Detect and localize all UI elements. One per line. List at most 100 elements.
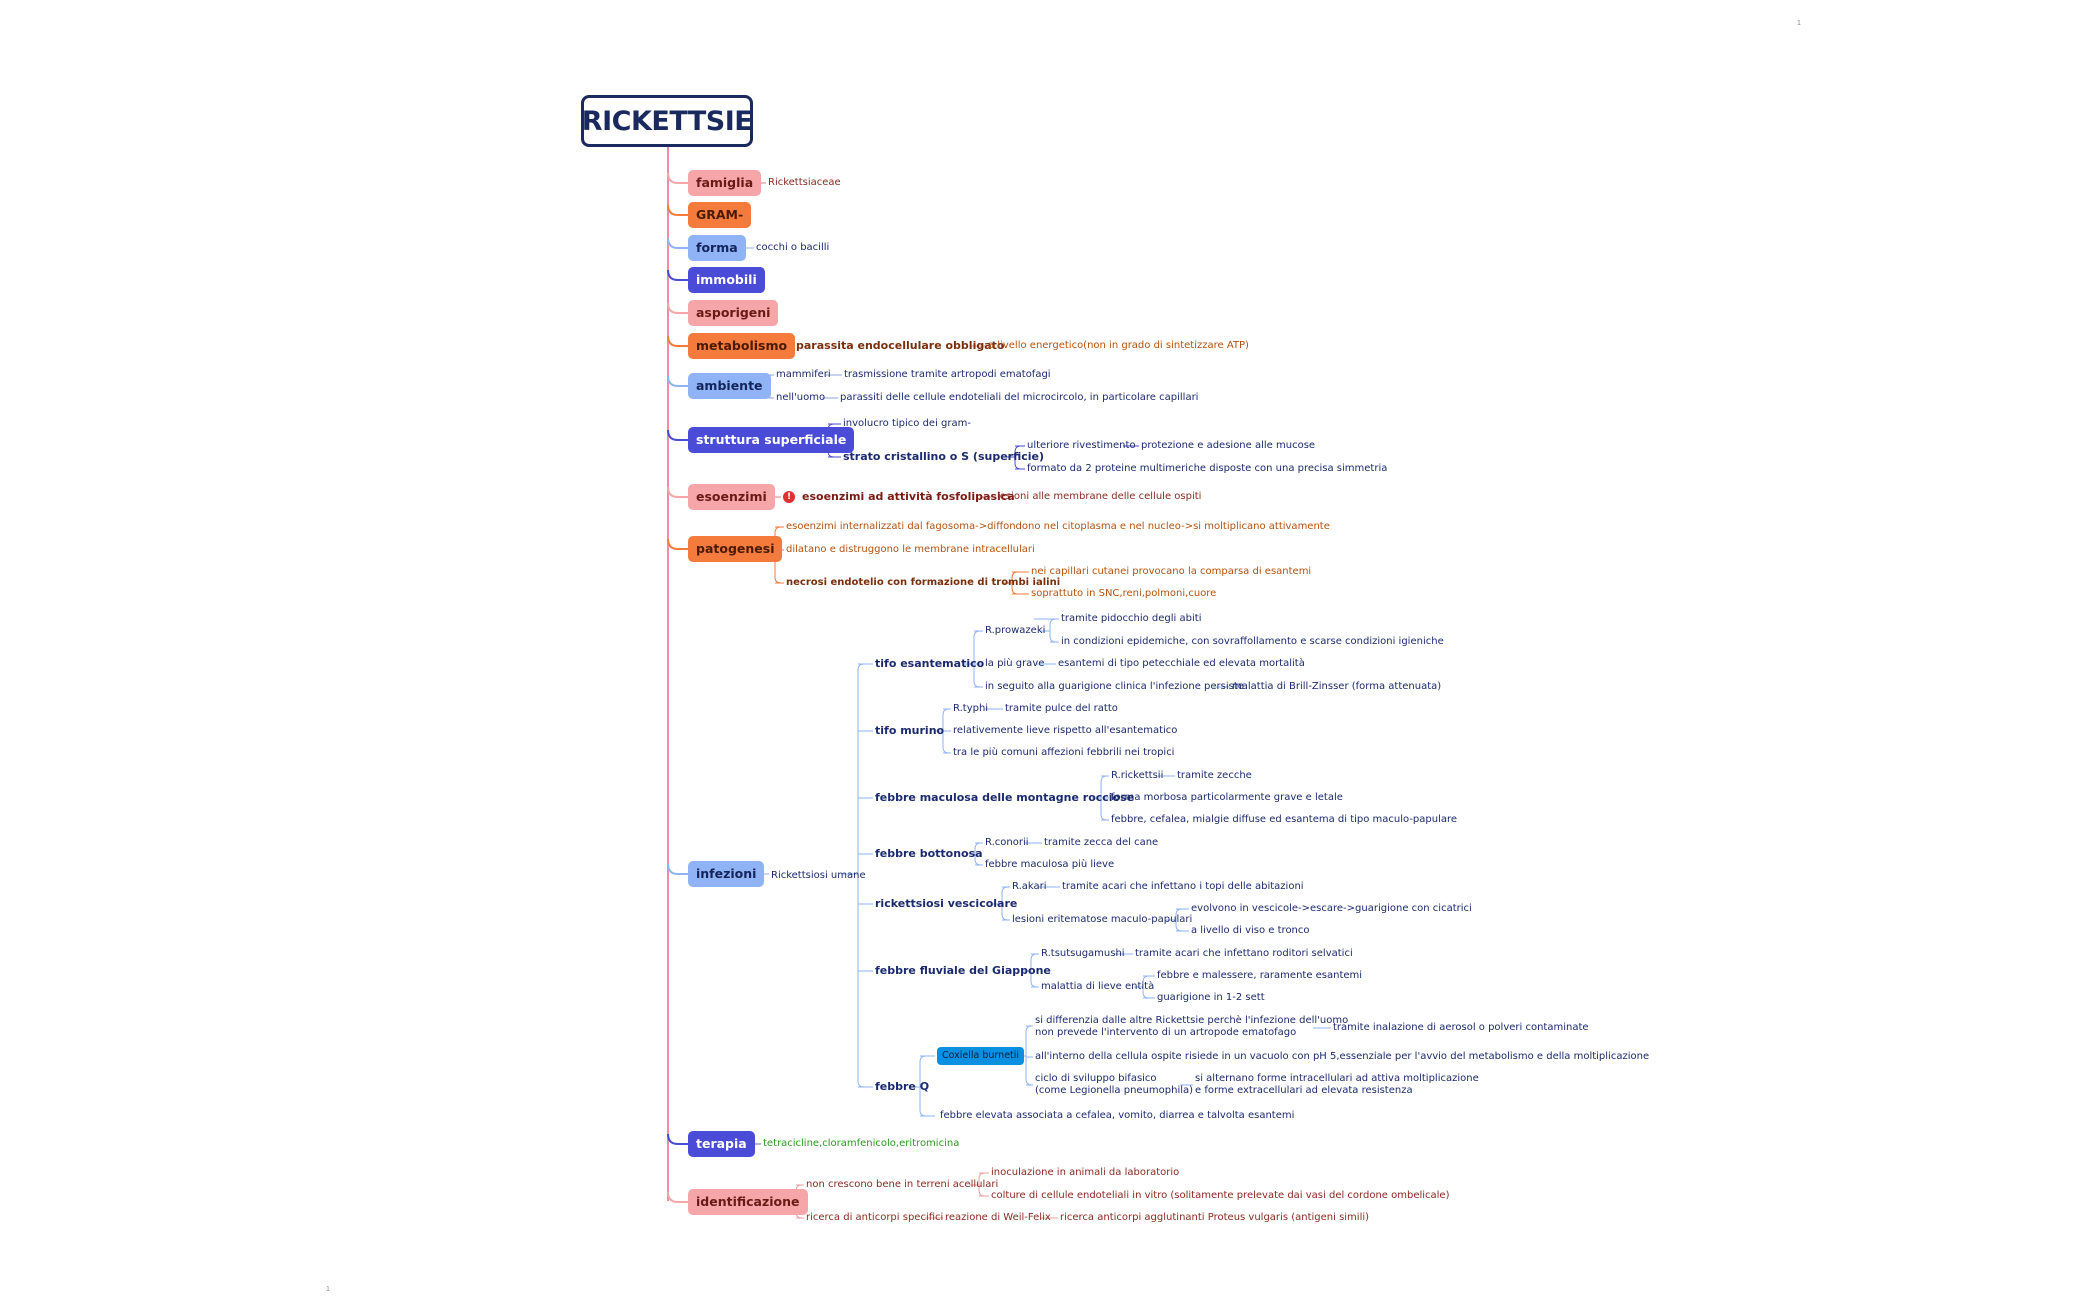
node-acari-topi[interactable]: tramite acari che infettano i topi delle…	[1062, 881, 1304, 892]
node-guarigione-sett[interactable]: guarigione in 1-2 sett	[1157, 992, 1265, 1003]
node-malessere[interactable]: febbre e malessere, raramente esantemi	[1157, 970, 1363, 981]
node-febbre-q[interactable]: febbre Q	[875, 1080, 930, 1093]
node-rickettsiosi-umane[interactable]: Rickettsiosi umane	[771, 870, 866, 881]
node-viso-tronco[interactable]: a livello di viso e tronco	[1191, 925, 1310, 936]
branch-immobili[interactable]: immobili	[688, 267, 765, 293]
node-inoculazione[interactable]: inoculazione in animali da laboratorio	[991, 1167, 1180, 1178]
node-ulteriore-rivestimento[interactable]: ulteriore rivestimento	[1027, 440, 1136, 451]
node-pidocchio[interactable]: tramite pidocchio degli abiti	[1061, 613, 1202, 624]
node-strato-cristallino[interactable]: strato cristallino o S (superficie)	[843, 450, 1045, 463]
node-prowazeki[interactable]: R.prowazeki	[985, 625, 1046, 636]
node-rickettsii[interactable]: R.rickettsii	[1111, 770, 1164, 781]
branch-infezioni[interactable]: infezioni	[688, 861, 765, 887]
branch-link-asporigeni	[667, 302, 688, 314]
node-proteus[interactable]: ricerca anticorpi agglutinanti Proteus v…	[1060, 1212, 1370, 1223]
node-mialgie[interactable]: febbre, cefalea, mialgie diffuse ed esan…	[1111, 814, 1458, 825]
branch-link-metabolismo	[667, 335, 688, 347]
node-rickettsiosi-vescicolare[interactable]: rickettsiosi vescicolare	[875, 897, 1018, 910]
node-alternano[interactable]: si alternano forme intracellulari ad att…	[1195, 1073, 1479, 1096]
branch-famiglia[interactable]: famiglia	[688, 170, 762, 196]
node-lesioni-maculo[interactable]: lesioni eritematose maculo-papulari	[1012, 914, 1193, 925]
node-proteine-multimeriche[interactable]: formato da 2 proteine multimeriche dispo…	[1027, 463, 1388, 474]
node-guarigione-persiste[interactable]: in seguito alla guarigione clinica l'inf…	[985, 681, 1244, 692]
node-uomo[interactable]: nell'uomo	[776, 392, 826, 403]
node-lieve-entita[interactable]: malattia di lieve entità	[1041, 981, 1155, 992]
branch-link-forma	[667, 237, 688, 249]
node-aerosol[interactable]: tramite inalazione di aerosol o polveri …	[1333, 1022, 1589, 1033]
root-topic[interactable]: RICKETTSIE	[581, 95, 753, 147]
node-fosfolipasica[interactable]: esoenzimi ad attività fosfolipasica	[802, 490, 1015, 503]
node-conorii[interactable]: R.conorii	[985, 837, 1029, 848]
node-vacuolo[interactable]: all'interno della cellula ospite risiede…	[1035, 1051, 1650, 1062]
branch-struttura-superficiale[interactable]: struttura superficiale	[688, 427, 855, 453]
branch-identificazione[interactable]: identificazione	[688, 1189, 808, 1215]
branch-forma[interactable]: forma	[688, 235, 746, 261]
branch-link-ambiente	[667, 375, 688, 387]
node-livello-energetico[interactable]: a livello energetico(non in grado di sin…	[988, 340, 1249, 351]
brace-necrosi-brace	[1011, 571, 1019, 595]
node-febbre-fluviale[interactable]: febbre fluviale del Giappone	[875, 964, 1051, 977]
node-antibiotici[interactable]: tetracicline,cloramfenicolo,eritromicina	[763, 1138, 960, 1149]
branch-metabolismo[interactable]: metabolismo	[688, 333, 796, 359]
node-tropici[interactable]: tra le più comuni affezioni febbrili nei…	[953, 747, 1175, 758]
branch-terapia[interactable]: terapia	[688, 1131, 755, 1157]
branch-link-immobili	[667, 269, 688, 281]
node-lieve-rispetto[interactable]: relativemente lieve rispetto all'esantem…	[953, 725, 1178, 736]
node-febbre-elevata[interactable]: febbre elevata associata a cefalea, vomi…	[940, 1110, 1295, 1121]
node-parassita[interactable]: parassita endocellulare obbligato	[796, 339, 1005, 352]
node-zecche[interactable]: tramite zecche	[1177, 770, 1252, 781]
brace-strato-brace	[1014, 445, 1022, 470]
node-tsutsugamushi[interactable]: R.tsutsugamushi	[1041, 948, 1125, 959]
node-colture[interactable]: colture di cellule endoteliali in vitro …	[991, 1190, 1450, 1201]
brace-bottonosa-brace	[974, 842, 982, 866]
node-dilatano[interactable]: dilatano e distruggono le membrane intra…	[786, 544, 1035, 555]
node-cellule-endoteliali[interactable]: parassiti delle cellule endoteliali del …	[840, 392, 1199, 403]
branch-link-famiglia	[667, 172, 688, 184]
branch-asporigeni[interactable]: asporigeni	[688, 300, 779, 326]
node-anticorpi-specifici[interactable]: ricerca di anticorpi specifici	[806, 1212, 944, 1223]
node-lesioni-membrane[interactable]: lesioni alle membrane delle cellule ospi…	[997, 491, 1202, 502]
node-maculosa-lieve[interactable]: febbre maculosa più lieve	[985, 859, 1115, 870]
node-petecchiale[interactable]: esantemi di tipo petecchiale ed elevata …	[1058, 658, 1305, 669]
node-mammiferi[interactable]: mammiferi	[776, 369, 831, 380]
branch-ambiente[interactable]: ambiente	[688, 373, 771, 399]
node-evolvono[interactable]: evolvono in vescicole->escare->guarigion…	[1191, 903, 1472, 914]
branch-gram[interactable]: GRAM-	[688, 202, 752, 228]
node-acari-roditori[interactable]: tramite acari che infettano roditori sel…	[1135, 948, 1353, 959]
node-necrosi[interactable]: necrosi endotelio con formazione di trom…	[786, 577, 1061, 588]
branch-patogenesi[interactable]: patogenesi	[688, 536, 783, 562]
node-rickettsiaceae[interactable]: Rickettsiaceae	[768, 177, 841, 188]
node-tifo-esantematico[interactable]: tifo esantematico	[875, 657, 985, 670]
node-ciclo-bifasico[interactable]: ciclo di sviluppo bifasico (come Legione…	[1035, 1073, 1194, 1096]
node-snc[interactable]: soprattuto in SNC,reni,polmoni,cuore	[1031, 588, 1217, 599]
node-brill-zinsser[interactable]: malattia di Brill-Zinsser (forma attenua…	[1232, 681, 1442, 692]
node-pulce[interactable]: tramite pulce del ratto	[1005, 703, 1118, 714]
node-piu-grave[interactable]: la più grave	[985, 658, 1045, 669]
branch-esoenzimi[interactable]: esoenzimi	[688, 484, 775, 510]
node-involucro[interactable]: involucro tipico dei gram-	[843, 418, 971, 429]
node-typhi[interactable]: R.typhi	[953, 703, 989, 714]
node-febbre-maculosa[interactable]: febbre maculosa delle montagne rocciose	[875, 791, 1135, 804]
node-febbre-bottonosa[interactable]: febbre bottonosa	[875, 847, 983, 860]
node-differenzia[interactable]: si differenzia dalle altre Rickettsie pe…	[1035, 1015, 1349, 1038]
node-coxiella-burnetii[interactable]: Coxiella burnetii	[937, 1047, 1025, 1065]
node-morbosa[interactable]: forma morbosa particolarmente grave e le…	[1111, 792, 1343, 803]
brace-fluviale-brace	[1030, 953, 1038, 988]
node-akari[interactable]: R.akari	[1012, 881, 1047, 892]
brace-tifo-esantematico-brace	[973, 630, 981, 688]
branch-link-patogenesi	[667, 538, 688, 550]
node-internalizzati[interactable]: esoenzimi internalizzati dal fagosoma->d…	[786, 521, 1330, 532]
node-capillari-cutanei[interactable]: nei capillari cutanei provocano la compa…	[1031, 566, 1312, 577]
node-zecca-cane[interactable]: tramite zecca del cane	[1044, 837, 1159, 848]
node-adesione-mucose[interactable]: protezione e adesione alle mucose	[1141, 440, 1316, 451]
node-non-crescono[interactable]: non crescono bene in terreni acellulari	[806, 1179, 999, 1190]
node-cocchi-bacilli[interactable]: cocchi o bacilli	[756, 242, 830, 253]
node-epidemiche[interactable]: in condizioni epidemiche, con sovraffoll…	[1061, 636, 1444, 647]
node-artropodi[interactable]: trasmissione tramite artropodi ematofagi	[844, 369, 1051, 380]
node-weil-felix[interactable]: reazione di Weil-Felix	[945, 1212, 1051, 1223]
brace-vescicolare-brace	[1001, 886, 1009, 921]
branch-link-esoenzimi	[667, 486, 688, 498]
node-tifo-murino[interactable]: tifo murino	[875, 724, 945, 737]
